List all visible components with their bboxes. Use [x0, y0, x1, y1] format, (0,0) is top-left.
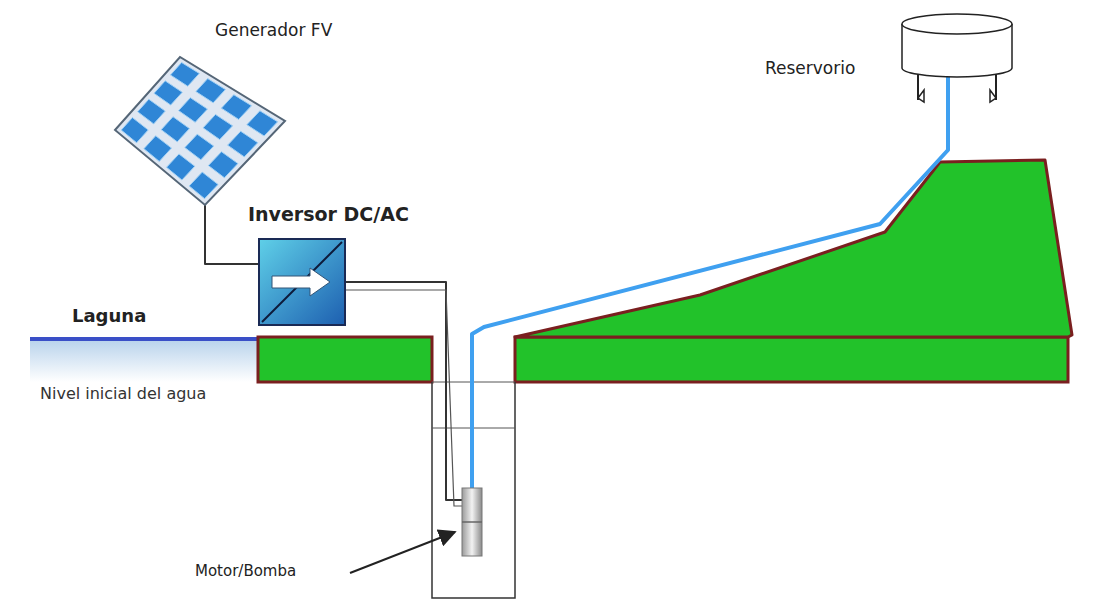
ground-right	[515, 337, 1068, 382]
panel-label: Generador FV	[215, 20, 332, 40]
panel-cell	[185, 134, 214, 160]
reservoir-label: Reservorio	[765, 58, 855, 78]
panel-stand	[204, 205, 206, 235]
inverter-diagonal	[262, 242, 342, 322]
panel-frame	[115, 57, 285, 205]
tank-top	[902, 14, 1012, 34]
reservoir-tank-shape	[898, 10, 1016, 76]
pump-label: Motor/Bomba	[195, 562, 296, 580]
lake-water	[30, 340, 258, 382]
reservoir-tank: Reservorio	[898, 10, 1016, 76]
lake-label: Laguna	[72, 305, 146, 327]
panel-cell	[196, 79, 226, 103]
panel-cell	[247, 111, 278, 136]
motor-pump: Motor/Bomba	[462, 488, 482, 556]
tank-leg-brace	[918, 90, 996, 102]
ground-left	[258, 337, 432, 382]
inverter-box: Inversor DC/AC	[258, 238, 346, 326]
inverter-box-shape	[258, 238, 346, 326]
panel-cell	[221, 95, 251, 120]
pump-body	[462, 488, 482, 556]
cable-conductor	[346, 290, 462, 506]
panel-cell	[208, 152, 238, 178]
water-pipe	[472, 76, 948, 488]
lake-surface	[30, 337, 258, 341]
panel-cell	[179, 98, 208, 123]
water-level-label: Nivel inicial del agua	[40, 384, 206, 403]
panel-cell	[203, 114, 233, 139]
power-cable	[346, 282, 462, 500]
power-cable	[205, 235, 258, 264]
leader-arrow	[350, 532, 455, 573]
panel-cell	[144, 136, 172, 162]
panel-cell	[189, 172, 218, 199]
panel-cell	[121, 118, 148, 143]
panel-cell	[138, 99, 166, 124]
panel-cell	[154, 81, 182, 105]
pump-motor-joint	[462, 521, 482, 523]
inverter-label: Inversor DC/AC	[248, 203, 409, 226]
inverter-body	[259, 239, 345, 325]
motor-pump-shape	[462, 488, 482, 556]
panel-cell	[167, 154, 195, 180]
inverter-arrow	[272, 268, 330, 296]
panel-cell	[228, 131, 258, 157]
panel-cell	[170, 62, 199, 86]
panel-cell	[161, 117, 189, 142]
